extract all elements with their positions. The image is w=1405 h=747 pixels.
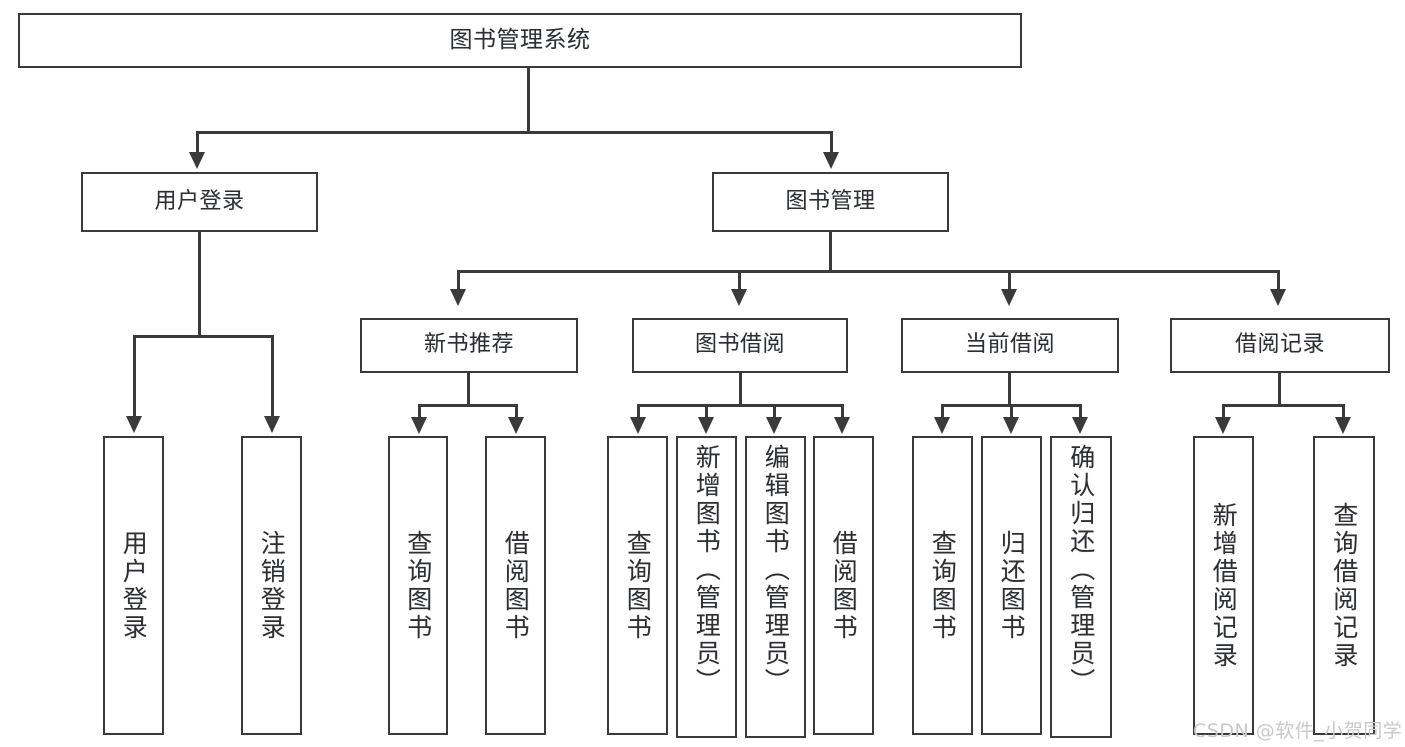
node-label: 图书借阅: [694, 332, 785, 358]
connector-root-to-book-management: [830, 131, 833, 153]
node-label: 借阅记录: [1234, 332, 1325, 358]
leaf-bb-query-book[interactable]: 查询图书: [607, 436, 668, 735]
connector-br-drop-2: [1342, 404, 1345, 418]
arrowhead-bb-leaf-1: [630, 417, 646, 434]
connector-user-login-stem: [198, 232, 201, 337]
connector-user-login-drop-2: [271, 335, 274, 417]
node-user-login[interactable]: 用户登录: [81, 172, 318, 232]
arrowhead-bm-current-borrow: [1001, 289, 1017, 306]
arrowhead-root-to-user-login: [189, 152, 205, 169]
connector-cb-drop-1: [941, 404, 944, 418]
node-book-management[interactable]: 图书管理: [712, 172, 949, 232]
connector-root-bus: [196, 131, 833, 134]
connector-user-login-bus: [133, 335, 273, 338]
leaf-bb-borrow-book[interactable]: 借阅图书: [813, 436, 874, 735]
node-current-borrow[interactable]: 当前借阅: [901, 318, 1119, 373]
connector-bm-drop-1: [457, 270, 460, 290]
arrowhead-bm-new-book: [450, 289, 466, 306]
arrowhead-cb-leaf-3: [1072, 417, 1088, 434]
arrowhead-bm-borrow-record: [1270, 289, 1286, 306]
node-label: 新书推荐: [423, 332, 514, 358]
node-label: 用户登录: [119, 529, 149, 642]
arrowhead-bb-leaf-3: [766, 417, 782, 434]
node-borrow-record[interactable]: 借阅记录: [1170, 318, 1390, 373]
leaf-bb-add-book-admin[interactable]: 新增图书（管理员）: [676, 436, 737, 738]
leaf-bb-edit-book-admin[interactable]: 编辑图书（管理员）: [745, 436, 806, 738]
node-label: 编辑图书（管理员）: [761, 444, 791, 696]
node-label: 查询借阅记录: [1329, 501, 1359, 670]
arrowhead-br-leaf-2: [1335, 417, 1351, 434]
csdn-watermark: CSDN @软件_小贺同学: [1193, 720, 1403, 742]
node-label: 图书管理系统: [449, 27, 591, 54]
connector-br-bus: [1222, 404, 1345, 407]
arrowhead-cb-leaf-2: [1003, 417, 1019, 434]
node-book-borrow[interactable]: 图书借阅: [632, 318, 848, 373]
connector-nbr-bus: [418, 404, 518, 407]
connector-bm-drop-2: [738, 270, 741, 290]
leaf-br-add-record[interactable]: 新增借阅记录: [1193, 436, 1254, 735]
node-label: 查询图书: [403, 529, 433, 642]
node-label: 查询图书: [928, 529, 958, 642]
arrowhead-root-to-book-management: [823, 152, 839, 169]
node-label: 归还图书: [997, 529, 1027, 642]
leaf-cb-return-book[interactable]: 归还图书: [981, 436, 1042, 735]
leaf-nbr-query-book[interactable]: 查询图书: [388, 436, 448, 735]
connector-user-login-drop-1: [133, 335, 136, 417]
node-label: 确认归还（管理员）: [1066, 444, 1096, 696]
connector-cb-drop-2: [1010, 404, 1013, 418]
node-label: 借阅图书: [501, 529, 531, 642]
connector-br-drop-1: [1222, 404, 1225, 418]
node-label: 图书管理: [785, 188, 876, 214]
connector-nbr-stem: [467, 373, 470, 406]
node-root-book-management-system[interactable]: 图书管理系统: [18, 13, 1022, 68]
connector-bm-drop-3: [1008, 270, 1011, 290]
arrowhead-bm-book-borrow: [731, 289, 747, 306]
connector-bm-drop-4: [1277, 270, 1280, 290]
arrowhead-nbr-leaf-1: [411, 417, 427, 434]
arrowhead-bb-leaf-4: [834, 417, 850, 434]
connector-bb-drop-3: [773, 404, 776, 418]
connector-cb-drop-3: [1079, 404, 1082, 418]
node-label: 新增图书（管理员）: [692, 444, 722, 696]
connector-nbr-drop-2: [515, 404, 518, 418]
connector-bb-drop-2: [705, 404, 708, 418]
leaf-nbr-borrow-book[interactable]: 借阅图书: [485, 436, 546, 735]
arrowhead-user-login-leaf-1: [126, 416, 142, 433]
connector-cb-stem: [1008, 373, 1011, 406]
leaf-user-login-login[interactable]: 用户登录: [103, 436, 164, 735]
leaf-br-query-record[interactable]: 查询借阅记录: [1313, 436, 1375, 735]
node-label: 用户登录: [154, 188, 245, 214]
arrowhead-bb-leaf-2: [698, 417, 714, 434]
arrowhead-user-login-leaf-2: [264, 416, 280, 433]
leaf-cb-confirm-return-admin[interactable]: 确认归还（管理员）: [1050, 436, 1112, 738]
arrowhead-cb-leaf-1: [934, 417, 950, 434]
connector-book-management-bus: [457, 270, 1280, 273]
connector-nbr-drop-1: [418, 404, 421, 418]
connector-br-stem: [1278, 373, 1281, 406]
connector-bb-drop-1: [637, 404, 640, 418]
connector-root-stem: [527, 68, 530, 132]
node-label: 当前借阅: [964, 332, 1055, 358]
connector-bb-drop-4: [841, 404, 844, 418]
node-label: 新增借阅记录: [1209, 501, 1239, 670]
arrowhead-nbr-leaf-2: [508, 417, 524, 434]
leaf-cb-query-book[interactable]: 查询图书: [912, 436, 973, 735]
connector-bb-bus: [637, 404, 843, 407]
connector-book-management-stem: [829, 232, 832, 272]
connector-bb-stem: [739, 373, 742, 406]
arrowhead-br-leaf-1: [1215, 417, 1231, 434]
connector-root-to-user-login: [196, 131, 199, 153]
node-label: 借阅图书: [829, 529, 859, 642]
node-label: 查询图书: [623, 529, 653, 642]
leaf-user-login-logout[interactable]: 注销登录: [241, 436, 302, 735]
node-label: 注销登录: [257, 529, 287, 642]
node-new-book-recommend[interactable]: 新书推荐: [360, 318, 578, 373]
